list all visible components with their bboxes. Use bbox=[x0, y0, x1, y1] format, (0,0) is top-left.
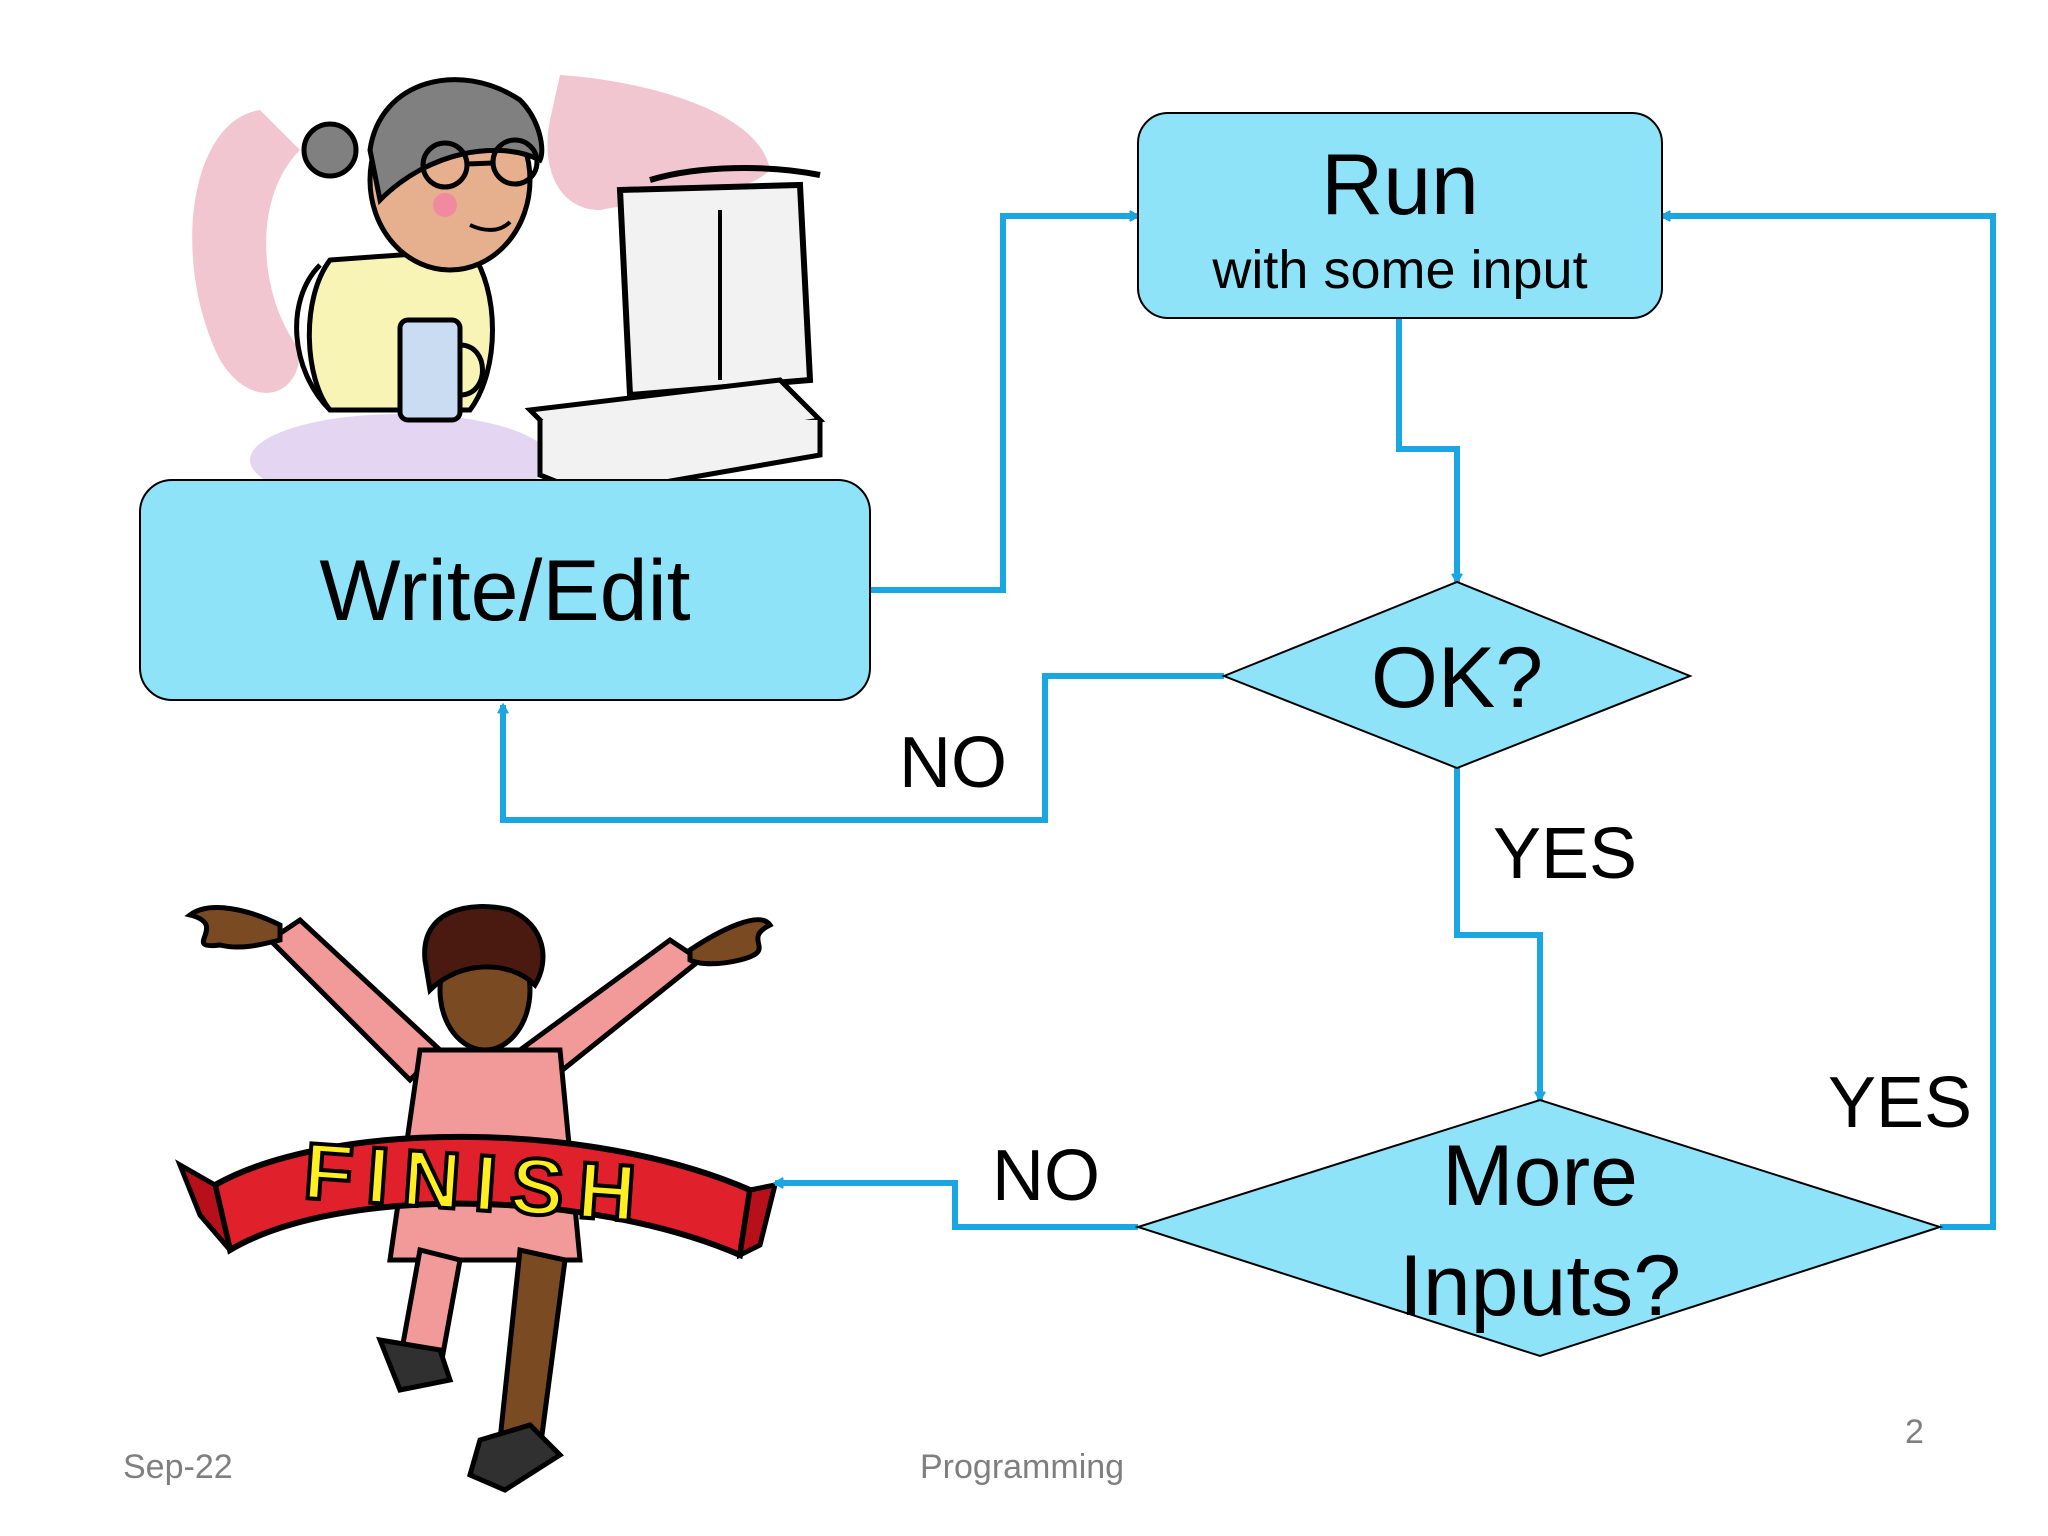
more-inputs-decision-node: More Inputs? bbox=[1134, 1098, 1944, 1358]
more-inputs-label-line2: Inputs? bbox=[1399, 1238, 1681, 1334]
ok-decision-node: OK? bbox=[1221, 580, 1693, 770]
connector-ok-yes-to-more bbox=[1454, 768, 1540, 1100]
connector-more-yes-to-run bbox=[1662, 216, 1996, 1230]
write-edit-node: Write/Edit bbox=[139, 479, 871, 701]
run-title: Run bbox=[1321, 137, 1479, 233]
run-subtitle: with some input bbox=[1211, 240, 1587, 300]
page-number: 2 bbox=[1905, 1413, 1924, 1451]
programmer-clipart bbox=[192, 75, 826, 506]
ok-yes-label: YES bbox=[1493, 814, 1637, 894]
connector-ok-no-to-write bbox=[503, 673, 1224, 823]
connector-write-to-run bbox=[870, 216, 1138, 593]
connector-run-to-ok bbox=[1396, 318, 1457, 582]
connector-more-no-to-finish bbox=[775, 1183, 1138, 1230]
more-no-label: NO bbox=[992, 1136, 1100, 1216]
run-node: Run with some input bbox=[1137, 112, 1663, 319]
ok-decision-label: OK? bbox=[1371, 630, 1543, 726]
write-edit-label: Write/Edit bbox=[319, 543, 690, 639]
finish-banner-text: FINISH bbox=[301, 1126, 653, 1239]
footer-title: Programming bbox=[920, 1448, 1125, 1486]
more-yes-label: YES bbox=[1828, 1063, 1972, 1143]
ok-no-label: NO bbox=[899, 723, 1007, 803]
connectors bbox=[503, 216, 1996, 1230]
more-inputs-label-line1: More bbox=[1442, 1128, 1638, 1224]
finish-runner-clipart: FINISH bbox=[175, 904, 779, 1493]
footer-date: Sep-22 bbox=[123, 1448, 233, 1486]
